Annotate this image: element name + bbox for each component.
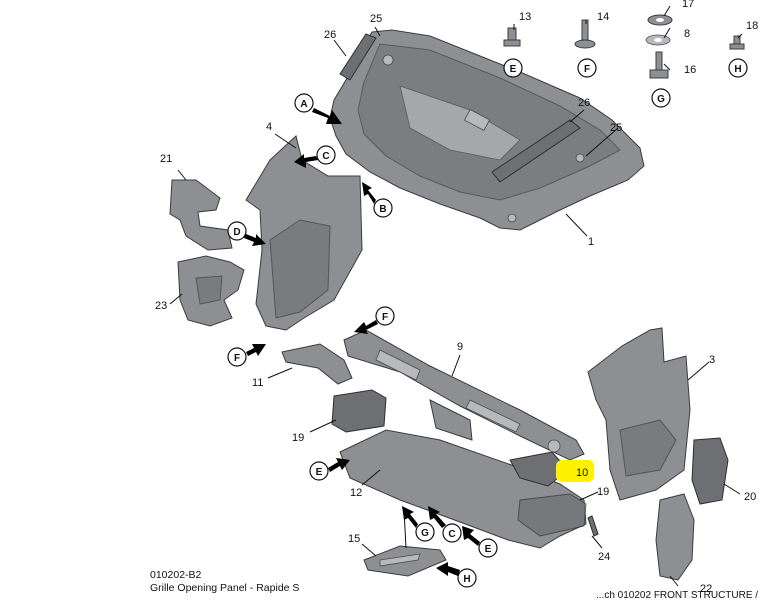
part-21-bracket[interactable] (169, 179, 233, 251)
label-part-8: 8 (684, 28, 690, 40)
arrow-e-bottom (462, 526, 480, 546)
part-1-undertray[interactable] (329, 29, 645, 231)
callout-h-top: H (734, 64, 741, 75)
callout-g-lower: G (421, 528, 429, 539)
callout-f-upper: F (382, 312, 388, 323)
label-part-12: 12 (350, 487, 362, 499)
part-16-bolt[interactable] (649, 51, 669, 79)
label-part-16: 16 (684, 64, 696, 76)
arrow-g-lower (402, 506, 418, 528)
part-26-strip-right[interactable] (491, 119, 581, 183)
part-11-bracket[interactable] (281, 343, 353, 385)
arrow-b (362, 182, 376, 204)
arrow-c-upper (294, 154, 318, 168)
part-9-crossbeam[interactable] (343, 329, 585, 461)
part-15-plate[interactable] (363, 545, 447, 577)
part-24-clip[interactable] (587, 515, 599, 537)
arrow-h-lower (436, 562, 460, 576)
callout-a: A (300, 99, 307, 110)
arrow-a (312, 108, 342, 124)
arrow-f-left (246, 344, 266, 356)
diagram-code: 010202-B2 (150, 569, 202, 581)
callout-e-top: E (510, 64, 517, 75)
label-part-18: 18 (746, 20, 758, 32)
label-part-25-top: 25 (370, 13, 382, 25)
label-part-23: 23 (155, 300, 167, 312)
arrow-c-lower (428, 506, 446, 528)
highlight-part-10 (556, 460, 594, 482)
callout-c-lower: C (448, 529, 455, 540)
label-part-14: 14 (597, 11, 609, 23)
label-part-11: 11 (252, 377, 263, 389)
arrow-d (244, 234, 266, 246)
cut-off-caption: ...ch 010202 FRONT STRUCTURE / UNDERTRAY (596, 591, 759, 600)
label-part-1: 1 (588, 236, 594, 248)
arrow-f-upper (354, 320, 378, 334)
label-part-9: 9 (457, 341, 463, 353)
diagram-title: Grille Opening Panel - Rapide S (150, 582, 300, 594)
label-part-26-right: 26 (578, 97, 590, 109)
leader-lines (169, 5, 743, 587)
part-12-lower-panel[interactable] (339, 429, 587, 549)
part-26-strip-left[interactable] (339, 33, 377, 81)
part-17-washer[interactable] (647, 14, 673, 26)
part-22-bracket[interactable] (655, 493, 695, 581)
label-part-3: 3 (709, 354, 715, 366)
diagram-footer: 010202-B2 Grille Opening Panel - Rapide … (150, 569, 450, 595)
label-part-19-right: 19 (597, 486, 609, 498)
label-part-24: 24 (598, 551, 610, 563)
part-3-duct[interactable] (587, 327, 691, 501)
callout-d: D (233, 227, 240, 238)
callouts: A B C C D E E E F F F G G H (227, 58, 748, 588)
part-4-duct[interactable] (245, 135, 363, 331)
part-20-bracket[interactable] (691, 437, 729, 505)
callout-b: B (379, 204, 386, 215)
label-part-13: 13 (519, 11, 531, 23)
arrow-e-left (328, 458, 350, 472)
label-part-15: 15 (348, 533, 360, 545)
callout-h-lower: H (463, 574, 470, 585)
callout-g-top: G (657, 94, 665, 105)
part-19-block-left[interactable] (331, 389, 387, 433)
label-part-21: 21 (160, 153, 172, 165)
callout-e-bottom: E (485, 544, 492, 555)
part-8-washer[interactable] (645, 34, 671, 46)
callout-e-left: E (316, 467, 323, 478)
label-part-10-highlighted: 10 (576, 467, 588, 479)
callout-c-upper: C (322, 151, 329, 162)
callout-f-top: F (584, 64, 590, 75)
callout-f-left: F (234, 353, 240, 364)
part-23-bracket[interactable] (177, 255, 245, 327)
label-part-19-left: 19 (292, 432, 304, 444)
label-part-22: 22 (700, 583, 712, 595)
label-part-20: 20 (744, 491, 756, 503)
label-part-25-right: 25 (610, 122, 622, 134)
part-13-bolt[interactable] (503, 27, 521, 47)
label-part-26-top: 26 (324, 29, 336, 41)
label-part-17: 17 (682, 0, 694, 10)
label-part-4: 4 (266, 121, 272, 133)
part-18-screw[interactable] (729, 35, 745, 50)
part-14-bolt[interactable] (574, 19, 596, 49)
